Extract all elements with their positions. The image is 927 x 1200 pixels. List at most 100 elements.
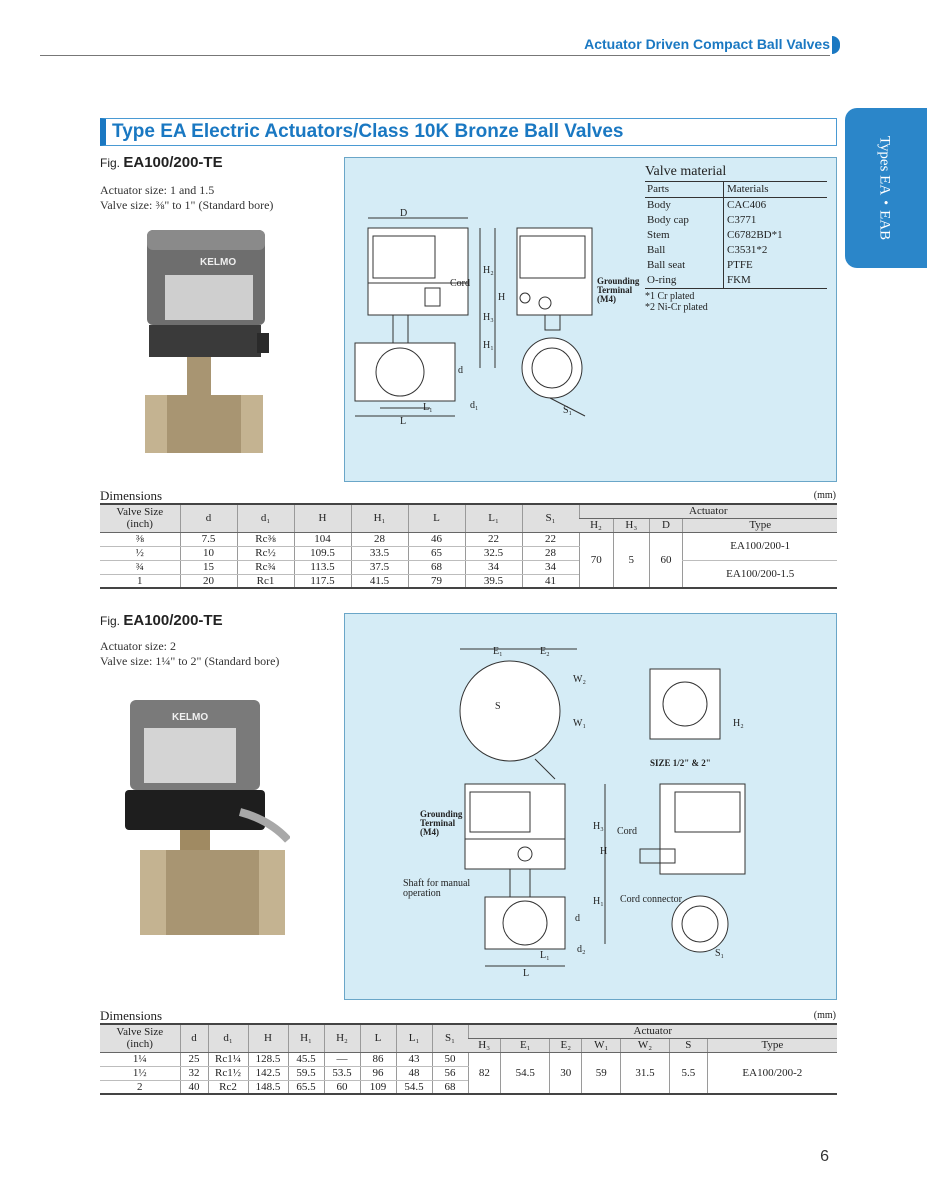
dim1-label-L1: L₁ <box>423 402 433 413</box>
vm-note2: *2 Ni-Cr plated <box>645 302 708 313</box>
cell: 54.5 <box>395 1080 432 1094</box>
table-row: 1¼ 25 Rc1¼ 128.5 45.5 — 86 43 50 82 54.5… <box>100 1052 837 1094</box>
dim2-label-cord-connector: Cord connector <box>620 894 683 905</box>
dim1-label-grounding: Grounding <box>597 276 640 286</box>
dim2-act-col: H₃ <box>468 1038 501 1053</box>
dim2-col: d₁ <box>207 1024 248 1053</box>
cell: 79 <box>407 574 465 588</box>
cell: 109 <box>359 1080 396 1094</box>
dim2-label-S: S <box>495 701 501 712</box>
dim1-col: S₁ <box>521 504 579 533</box>
vm-part: O-ring <box>647 274 677 286</box>
cell: 1 <box>137 574 143 587</box>
dim1-col: d <box>179 504 237 533</box>
cell: Rc1½ <box>207 1066 248 1081</box>
dim1-label-D: D <box>400 208 407 219</box>
dim2-col: H₁ <box>287 1024 324 1053</box>
cell: 28 <box>350 532 408 547</box>
cell: 45.5 <box>287 1052 324 1067</box>
cell: 56 <box>431 1066 468 1081</box>
cell: 96 <box>359 1066 396 1081</box>
section-title: Type EA Electric Actuators/Class 10K Bro… <box>112 121 624 142</box>
cell: 34 <box>464 560 522 575</box>
header-cap <box>832 36 840 54</box>
fig2-diagram: E₁ E₂ W₂ W₁ S H₂ SIZE 1/2" & 2" Groundin… <box>344 613 837 1000</box>
page-number: 6 <box>820 1148 829 1165</box>
table-row: ¾ 15 Rc¾ 113.5 37.5 68 34 34 EA100/200-1… <box>100 560 837 589</box>
vm-material: PTFE <box>722 258 827 273</box>
cell: 34 <box>521 560 579 575</box>
dim1-actuator-header: Actuator <box>578 504 837 519</box>
fig2-caption: Fig. EA100/200-TE <box>100 612 223 629</box>
dim1-label-terminal: Terminal <box>597 285 633 295</box>
cell: 15 <box>179 560 237 575</box>
dim1-label-cord: Cord <box>450 278 470 289</box>
table-row: 1½ 32 Rc1½ 142.5 59.5 53.5 96 48 56 <box>100 1066 837 1081</box>
dim2-label-d2: d₂ <box>577 944 586 955</box>
dim1-type-b: EA100/200-1.5 <box>682 560 837 589</box>
dim1-act-D: 60 <box>648 532 683 588</box>
dim2-label-cord: Cord <box>617 826 637 837</box>
cell: 33.5 <box>350 546 408 561</box>
cell: 109.5 <box>293 546 351 561</box>
dim2-col: L₁ <box>395 1024 432 1053</box>
dim2-label-H2: H₂ <box>733 718 744 729</box>
dim2-label-S1: S₁ <box>715 948 724 959</box>
vm-part: Ball seat <box>647 259 686 271</box>
dim1-label-d: d <box>458 365 463 376</box>
vm-notes: *1 Cr plated *2 Ni-Cr plated <box>645 288 827 313</box>
fig1-valve-size: Valve size: ⅜" to 1" (Standard bore) <box>100 198 274 212</box>
dim2-label-shaft1: Shaft for manual <box>403 878 470 889</box>
dim2-act-type: EA100/200-2 <box>706 1052 837 1094</box>
table-row: ½ 10 Rc½ 109.5 33.5 65 32.5 28 <box>100 546 837 561</box>
dim1-label-H2: H₂ <box>483 265 494 276</box>
vm-material: C3771 <box>722 213 827 228</box>
dim1-title: Dimensions <box>100 488 163 503</box>
dim2-label-grounding: Grounding <box>420 809 463 819</box>
fig1-caption: Fig. EA100/200-TE <box>100 154 223 171</box>
fig2-drawing: E₁ E₂ W₂ W₁ S H₂ SIZE 1/2" & 2" Groundin… <box>403 646 746 979</box>
header-title: Actuator Driven Compact Ball Valves <box>584 36 830 52</box>
dim1-act-col: H₃ <box>613 518 650 533</box>
dim1-act-H2: 70 <box>578 532 614 588</box>
dim1-table: Valve Size (inch) d d₁ H H₁ L L₁ S₁ Actu… <box>100 503 837 589</box>
dim1-col: L₁ <box>464 504 522 533</box>
table-row: 1 20 Rc1 117.5 41.5 79 39.5 41 <box>100 574 837 588</box>
dim2-label-W1: W₁ <box>573 718 586 729</box>
cell: Rc⅜ <box>236 532 294 547</box>
dim1-col: H₁ <box>350 504 408 533</box>
cell: 50 <box>431 1052 468 1067</box>
dim1-label-H: H <box>498 292 505 303</box>
cell: 1¼ <box>100 1052 180 1067</box>
dim2-act-W1: 59 <box>581 1052 621 1094</box>
fig1-name: EA100/200-TE <box>123 154 223 171</box>
cell: 1½ <box>100 1066 180 1081</box>
table-row: ⅜ 7.5 Rc⅜ 104 28 46 22 22 70 5 60 EA100/… <box>100 532 837 588</box>
dim2-actuator-header: Actuator <box>467 1024 837 1039</box>
vm-col-parts: Parts <box>645 182 724 198</box>
cell: 60 <box>323 1080 360 1094</box>
cell: 86 <box>359 1052 396 1067</box>
vm-material: C3531*2 <box>722 243 827 258</box>
dim1-unit: (mm) <box>813 490 836 501</box>
cell: 39.5 <box>464 574 522 588</box>
dim2-label-E1: E₁ <box>493 646 503 657</box>
cell: 20 <box>179 574 237 588</box>
dim2-label-d: d <box>575 913 580 924</box>
dim2-act-E1: 54.5 <box>500 1052 550 1094</box>
dim2-act-col: W₁ <box>581 1038 621 1053</box>
cell: Rc¾ <box>236 560 294 575</box>
dim1-label-H3: H₃ <box>483 312 494 323</box>
cell: 46 <box>407 532 465 547</box>
vm-material: CAC406 <box>722 197 827 213</box>
cell: Rc2 <box>207 1080 248 1094</box>
fig2-valve-size: Valve size: 1¼" to 2" (Standard bore) <box>100 654 280 668</box>
dim1-label-L: L <box>400 416 406 427</box>
dim1-act-H3: 5 <box>613 532 650 588</box>
cell: ¾ <box>100 560 180 575</box>
cell: 22 <box>521 532 579 547</box>
dim1-act-col: D <box>648 518 683 533</box>
cell: 142.5 <box>247 1066 288 1081</box>
dim1-act-col: Type <box>682 518 837 533</box>
cell: 104 <box>293 532 351 547</box>
